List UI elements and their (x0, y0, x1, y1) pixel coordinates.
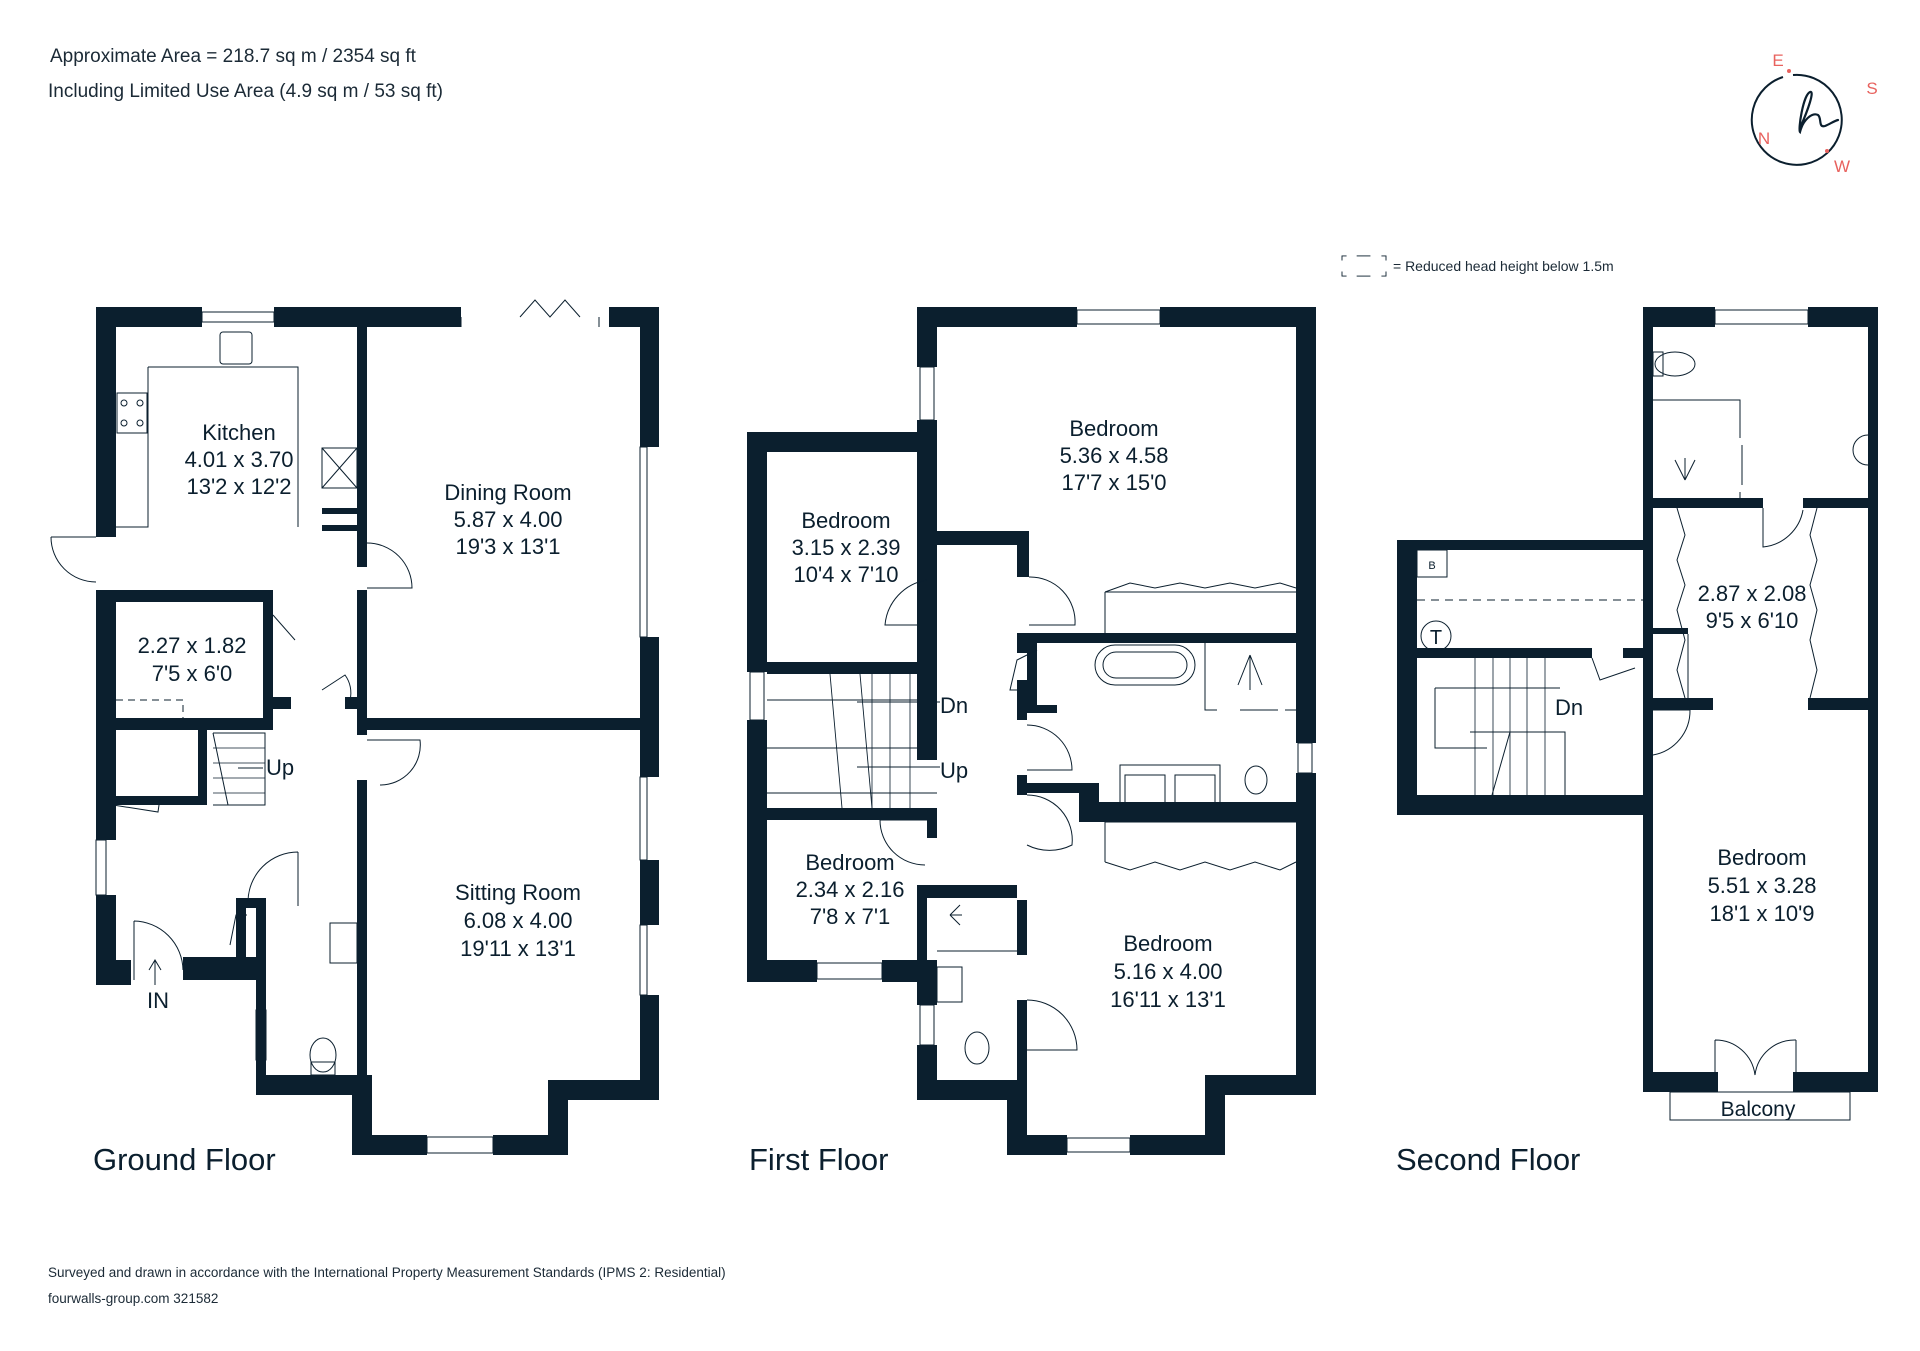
door-swing (879, 819, 937, 866)
compass-east-label: E (1772, 51, 1783, 70)
door-swing (884, 579, 937, 626)
tank-label: T (1430, 627, 1442, 649)
first-stairs-down-label: Dn (940, 693, 968, 718)
basin-icon (1852, 434, 1869, 466)
toilet-icon (309, 1037, 337, 1073)
dashed-box-icon (1341, 255, 1387, 277)
door-swing (1028, 576, 1076, 626)
hob-icon (116, 392, 148, 434)
compass-west-label: W (1834, 157, 1850, 176)
first-bedroom-se-label: Bedroom (1123, 931, 1212, 956)
sink-icon (219, 331, 253, 365)
first-stairs-up-label: Up (940, 758, 968, 783)
reference-note: fourwalls-group.com 321582 (48, 1291, 219, 1306)
second-floor-fixtures (1399, 309, 1869, 1121)
shower-icon (949, 904, 962, 926)
balcony-rail (1669, 1091, 1851, 1121)
first-bedroom-small-imperial: 7'8 x 7'1 (810, 904, 891, 929)
basin-icon (936, 966, 963, 1003)
kitchen-label: Kitchen (202, 420, 275, 445)
door-swing (1591, 657, 1636, 681)
first-bedroom-nw-label: Bedroom (801, 508, 890, 533)
toilet-icon (1654, 351, 1696, 377)
second-floor-plan (1397, 307, 1878, 1092)
kitchen-imperial: 13'2 x 12'2 (186, 474, 291, 499)
ground-stairs-up-label: Up (266, 755, 294, 780)
first-bedroom-main-metric: 5.36 x 4.58 (1060, 443, 1169, 468)
toilet-icon (1244, 765, 1268, 795)
basin-icon (1174, 774, 1216, 804)
boiler-box (1416, 549, 1448, 578)
sitting-room-metric: 6.08 x 4.00 (464, 908, 573, 933)
door-swing (366, 542, 413, 589)
first-bedroom-main-imperial: 17'7 x 15'0 (1061, 470, 1166, 495)
second-bedroom-metric: 5.51 x 3.28 (1708, 873, 1817, 898)
door-swing (1026, 999, 1078, 1051)
legend: = Reduced head height below 1.5m (1339, 255, 1614, 277)
approximate-area: Approximate Area = 218.7 sq m / 2354 sq … (50, 46, 416, 67)
shower-enclosure (1653, 399, 1743, 498)
second-floor-title: Second Floor (1396, 1142, 1581, 1177)
second-bedroom-imperial: 18'1 x 10'9 (1709, 901, 1814, 926)
toilet-icon (964, 1031, 990, 1065)
boiler-label: B (1428, 560, 1435, 572)
first-bedroom-small-label: Bedroom (805, 850, 894, 875)
tank-icon (1420, 620, 1452, 652)
entrance-arrow-icon (148, 959, 162, 985)
basin-icon (329, 922, 358, 964)
compass-logo: E S N W (1750, 51, 1878, 176)
kitchen-metric: 4.01 x 3.70 (185, 447, 294, 472)
dining-room-imperial: 19'3 x 13'1 (455, 534, 560, 559)
balcony-label: Balcony (1721, 1098, 1796, 1121)
logo-h-icon (1798, 90, 1840, 135)
sitting-room-imperial: 19'11 x 13'1 (460, 936, 576, 961)
bifold-door-icon (519, 299, 581, 318)
second-stairs-down-label: Dn (1555, 695, 1583, 720)
shower-icon (1674, 458, 1696, 481)
entrance-label: IN (147, 988, 169, 1013)
second-dressing-metric: 2.87 x 2.08 (1698, 581, 1807, 606)
french-door-icon (1714, 1039, 1797, 1076)
dining-room-metric: 5.87 x 4.00 (454, 507, 563, 532)
first-bedroom-nw-imperial: 10'4 x 7'10 (793, 562, 898, 587)
first-floor-fixtures (749, 309, 1313, 1153)
door-swing (1026, 724, 1073, 771)
second-dressing-imperial: 9'5 x 6'10 (1706, 608, 1799, 633)
first-bedroom-nw-metric: 3.15 x 2.39 (792, 535, 901, 560)
side-door-swing (50, 536, 97, 583)
first-bedroom-small-metric: 2.34 x 2.16 (796, 877, 905, 902)
ground-floor-title: Ground Floor (93, 1142, 276, 1177)
standards-note: Surveyed and drawn in accordance with th… (48, 1265, 726, 1280)
ground-floor-plan (96, 307, 659, 1155)
first-bedroom-se-imperial: 16'11 x 13'1 (1110, 987, 1226, 1012)
first-bedroom-main-label: Bedroom (1069, 416, 1158, 441)
bathtub-icon (1094, 644, 1196, 686)
door-swing (1762, 508, 1804, 548)
first-floor-title: First Floor (749, 1142, 889, 1177)
legend-text: = Reduced head height below 1.5m (1393, 258, 1614, 274)
compass-north-label: N (1758, 129, 1770, 148)
basin-icon (1124, 774, 1166, 804)
shower-icon (1237, 654, 1263, 690)
compass-south-label: S (1866, 79, 1877, 98)
utility-metric: 2.27 x 1.82 (138, 633, 247, 658)
utility-imperial: 7'5 x 6'0 (152, 661, 233, 686)
dining-room-label: Dining Room (444, 480, 571, 505)
ground-floor-fixtures (50, 299, 648, 1154)
second-bedroom-label: Bedroom (1717, 845, 1806, 870)
first-floor-plan (747, 307, 1316, 1155)
door-swing (1652, 709, 1691, 756)
sitting-room-label: Sitting Room (455, 880, 581, 905)
first-bedroom-se-metric: 5.16 x 4.00 (1114, 959, 1223, 984)
limited-use-area: Including Limited Use Area (4.9 sq m / 5… (48, 81, 443, 102)
